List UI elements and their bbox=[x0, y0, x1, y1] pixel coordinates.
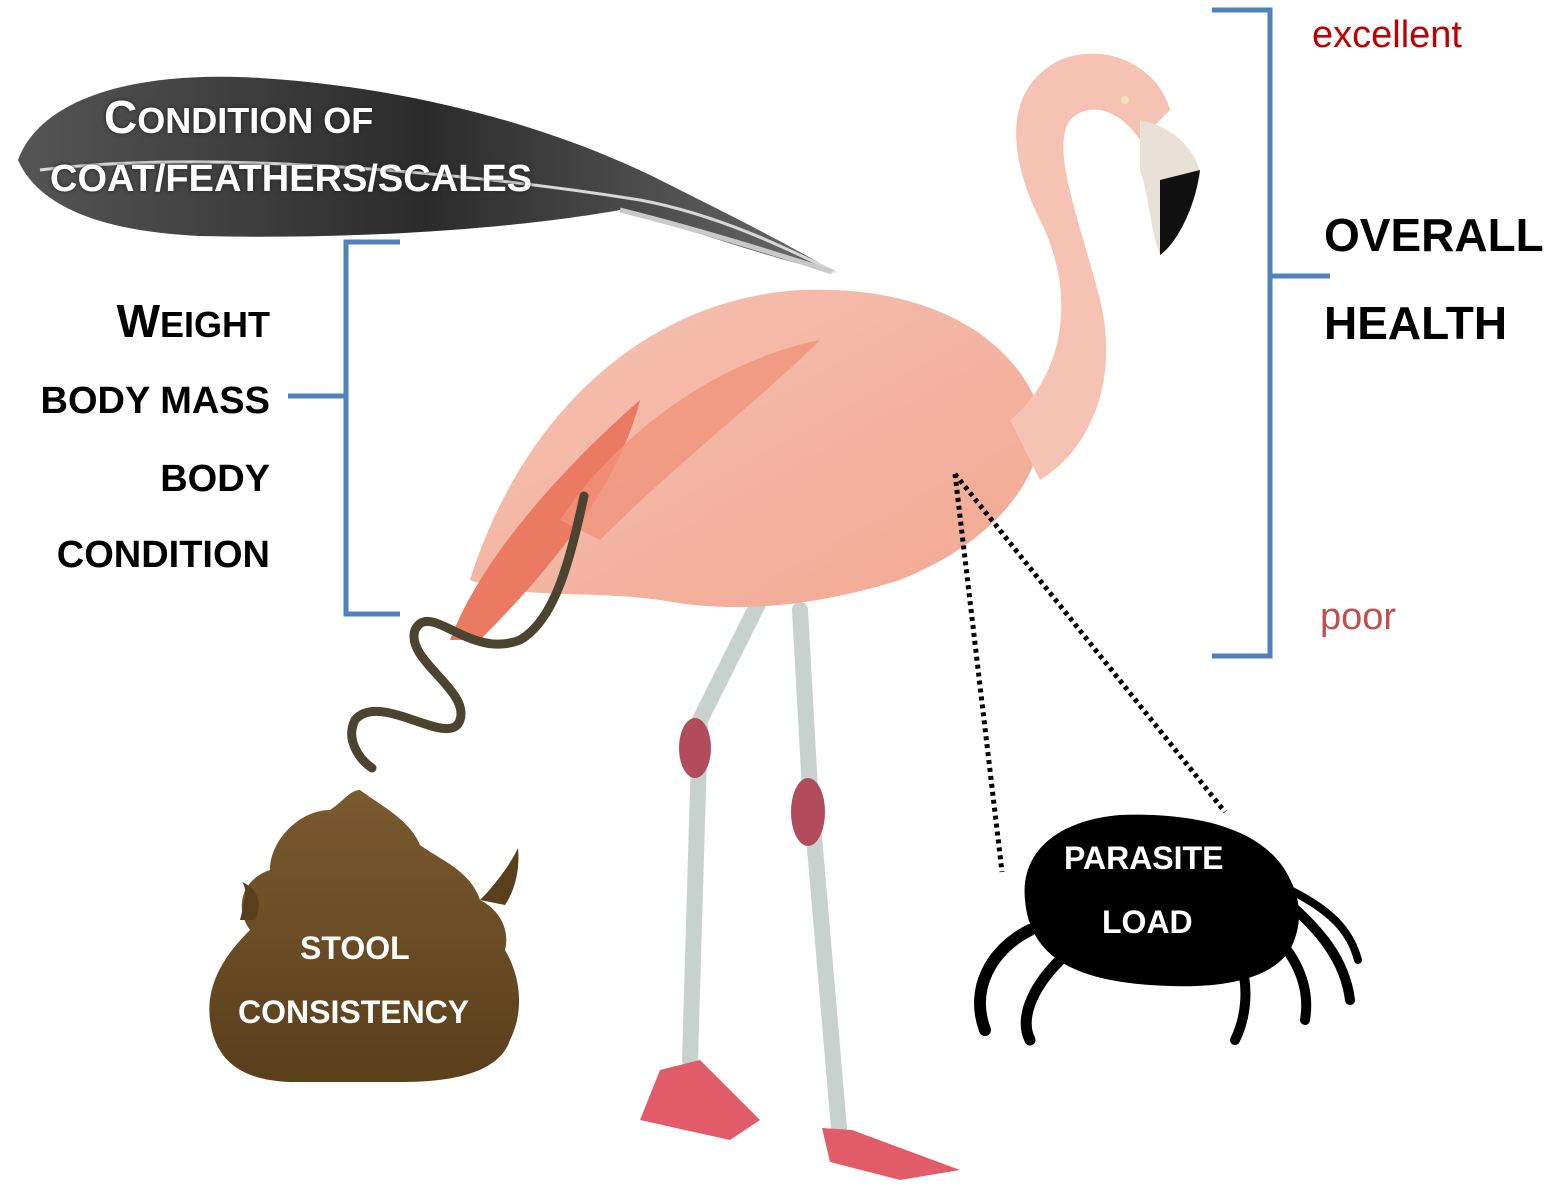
weight-bracket bbox=[288, 242, 400, 614]
health-bracket bbox=[1212, 10, 1330, 656]
weight-label-line4: CONDITION bbox=[57, 536, 270, 574]
flamingo-icon bbox=[450, 54, 1200, 1180]
parasite-label-line2: LOAD bbox=[1102, 906, 1193, 938]
stool-label-line1: STOOL bbox=[300, 932, 410, 964]
parasite-label-line1: PARASITE bbox=[1064, 842, 1223, 874]
feather-label-initial: C bbox=[104, 91, 137, 143]
weight-label-line2: BODY MASS bbox=[41, 382, 270, 420]
weight-label-line1: WEIGHT bbox=[117, 298, 270, 344]
parasite-connector-lines bbox=[955, 474, 1225, 872]
weight-label-rest: EIGHT bbox=[160, 304, 270, 345]
scale-excellent-label: excellent bbox=[1312, 16, 1462, 54]
health-label-line1: OVERALL bbox=[1324, 212, 1544, 258]
stool-label-line2: CONSISTENCY bbox=[238, 996, 469, 1028]
weight-label-initial: W bbox=[117, 295, 160, 347]
health-label-line2: HEALTH bbox=[1324, 300, 1507, 346]
feather-label-line1: CONDITION OF bbox=[104, 94, 373, 140]
feather-label-line2: COAT/FEATHERS/SCALES bbox=[50, 160, 532, 198]
weight-label-line3: BODY bbox=[160, 460, 270, 498]
scale-poor-label: poor bbox=[1320, 598, 1396, 636]
feather-label-rest: ONDITION OF bbox=[137, 100, 373, 141]
